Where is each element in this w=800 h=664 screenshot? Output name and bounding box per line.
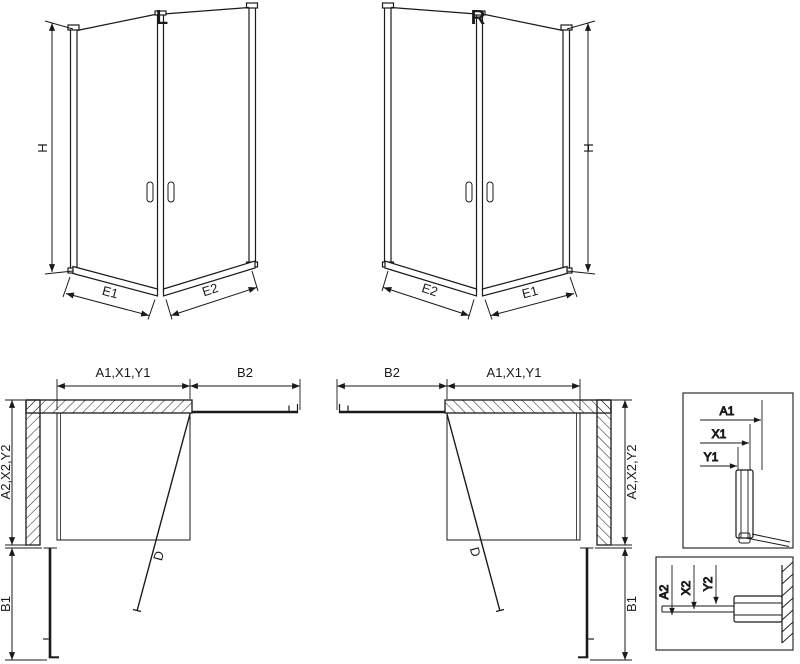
dim-label-d-right: D — [467, 545, 484, 558]
dim-label-a2x2y2-left: A2,X2,Y2 — [0, 445, 13, 500]
dim-label-b2-right: B2 — [384, 365, 400, 380]
detail-top-reference-lines — [737, 400, 763, 470]
detail-top-frame — [682, 392, 794, 549]
iso-geometry-left — [45, 3, 258, 320]
detail-view-profile-bottom: A2 X2 Y2 — [655, 556, 794, 651]
detail-bottom-profile-section — [661, 595, 783, 623]
detail-label-x2: X2 — [679, 580, 693, 595]
iso-geometry-right — [382, 3, 595, 320]
detail-bottom-wall-hatch — [781, 561, 794, 644]
detail-top-profile-section — [735, 469, 791, 547]
plan-view-right: B2 A1,X1,Y1 A2,X2,Y2 B1 D — [337, 365, 639, 660]
dim-label-a1x1y1-left: A1,X1,Y1 — [96, 365, 151, 380]
detail-view-profile-top: A1 X1 Y1 — [682, 392, 794, 549]
detail-label-a1: A1 — [720, 404, 735, 418]
detail-label-x1: X1 — [712, 427, 727, 441]
dim-label-a1x1y1-right: A1,X1,Y1 — [487, 365, 542, 380]
iso-view-right: R H E2 E1 — [382, 3, 596, 320]
dim-label-d-left: D — [150, 549, 167, 562]
dim-label-e2-right: E2 — [420, 280, 440, 299]
dim-label-h-left: H — [35, 143, 50, 152]
dim-label-b2-left: B2 — [237, 365, 253, 380]
variant-label-right: R — [471, 7, 486, 29]
detail-label-y1: Y1 — [704, 450, 719, 464]
detail-label-a2: A2 — [657, 584, 671, 599]
dim-label-a2x2y2-right: A2,X2,Y2 — [624, 445, 639, 500]
dim-label-e1-right: E1 — [520, 283, 539, 302]
detail-bottom-dim-arrows — [669, 565, 719, 615]
plan-view-left: A1,X1,Y1 B2 A2,X2,Y2 B1 D — [0, 365, 300, 660]
detail-bottom-frame — [655, 556, 794, 651]
plan-geometry-left — [5, 379, 300, 660]
dim-label-h-right: H — [581, 143, 596, 152]
dim-label-b1-left: B1 — [0, 596, 13, 612]
variant-label-left: L — [156, 7, 168, 29]
detail-top-dim-arrows — [700, 417, 761, 469]
dim-label-b1-right: B1 — [624, 596, 639, 612]
dim-label-e1-left: E1 — [101, 283, 120, 302]
dim-label-e2-left: E2 — [200, 280, 220, 299]
plan-geometry-right — [337, 379, 632, 660]
iso-view-left: L H E1 E2 — [35, 3, 258, 320]
detail-label-y2: Y2 — [701, 576, 715, 591]
